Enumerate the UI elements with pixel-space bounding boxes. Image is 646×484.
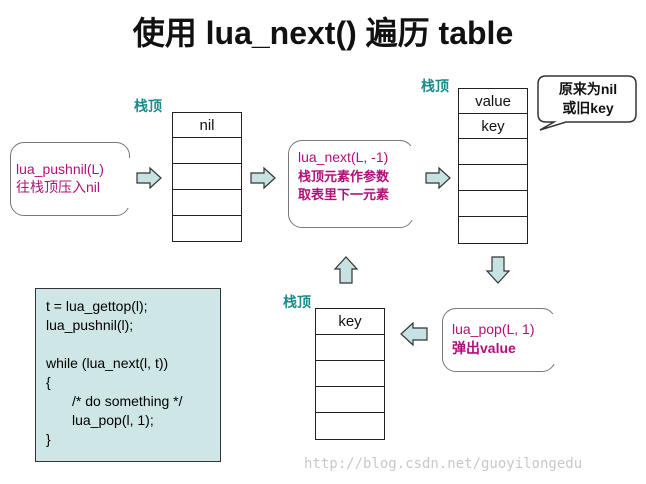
stack-2-cell xyxy=(459,191,527,217)
watermark-text: http://blog.csdn.net/guoyilongedu xyxy=(304,456,583,472)
stack-1: nil xyxy=(172,112,242,242)
stack-top-label-3: 栈顶 xyxy=(283,294,311,310)
code-line xyxy=(46,335,210,354)
arrow-left-icon xyxy=(400,321,428,347)
code-line: lua_pop(l, 1); xyxy=(72,412,154,428)
code-line: lua_pushnil(l); xyxy=(46,317,134,333)
arrow-right-icon xyxy=(425,166,451,190)
callout-bubble xyxy=(537,75,637,131)
code-line: /* do something */ xyxy=(72,393,183,409)
arrow-right-icon xyxy=(250,166,276,190)
callout-text-2: 或旧key xyxy=(562,100,614,116)
stack-1-cell xyxy=(173,190,241,216)
step1-call-text: lua_pushnil(L) xyxy=(16,161,104,177)
stack-1-cell xyxy=(173,164,241,190)
stack-2: value key xyxy=(458,88,528,244)
arrow-down-icon xyxy=(485,256,511,284)
page-title: 使用 lua_next() 遍历 table xyxy=(132,15,514,51)
stack-top-label-1: 栈顶 xyxy=(134,98,162,114)
stack-3-cell xyxy=(316,387,384,413)
arrow-up-icon xyxy=(333,256,359,284)
stack-3-cell xyxy=(316,413,384,439)
code-line: { xyxy=(46,374,51,390)
step2-desc-text-2: 取表里下一元素 xyxy=(298,187,390,202)
step2-desc-text-1: 栈顶元素作参数 xyxy=(298,169,390,184)
step2-call-text: lua_next(L, -1) xyxy=(298,149,389,165)
code-line: } xyxy=(46,431,51,447)
stack-2-cell-top: value xyxy=(459,89,527,114)
callout-text-1: 原来为nil xyxy=(558,81,618,97)
stack-3-cell xyxy=(316,361,384,387)
stack-2-cell xyxy=(459,165,527,191)
stack-1-cell-top: nil xyxy=(173,113,241,138)
stack-1-cell xyxy=(173,216,241,241)
stack-2-cell xyxy=(459,217,527,243)
stack-3-cell-top: key xyxy=(316,309,384,335)
stack-1-cell xyxy=(173,138,241,164)
stack-2-cell-second: key xyxy=(459,114,527,139)
code-snippet-box: t = lua_gettop(l); lua_pushnil(l); while… xyxy=(35,288,221,462)
step3-desc-text: 弹出value xyxy=(452,340,516,356)
code-line: t = lua_gettop(l); xyxy=(46,298,148,314)
stack-3: key xyxy=(315,308,385,440)
step1-desc-text: 往栈顶压入nil xyxy=(16,179,101,195)
arrow-right-icon xyxy=(136,166,162,190)
stack-top-label-2: 栈顶 xyxy=(421,78,449,94)
code-line: while (lua_next(l, t)) xyxy=(46,355,169,371)
step3-call-text: lua_pop(L, 1) xyxy=(452,321,535,337)
stack-2-cell xyxy=(459,139,527,165)
stack-3-cell xyxy=(316,335,384,361)
